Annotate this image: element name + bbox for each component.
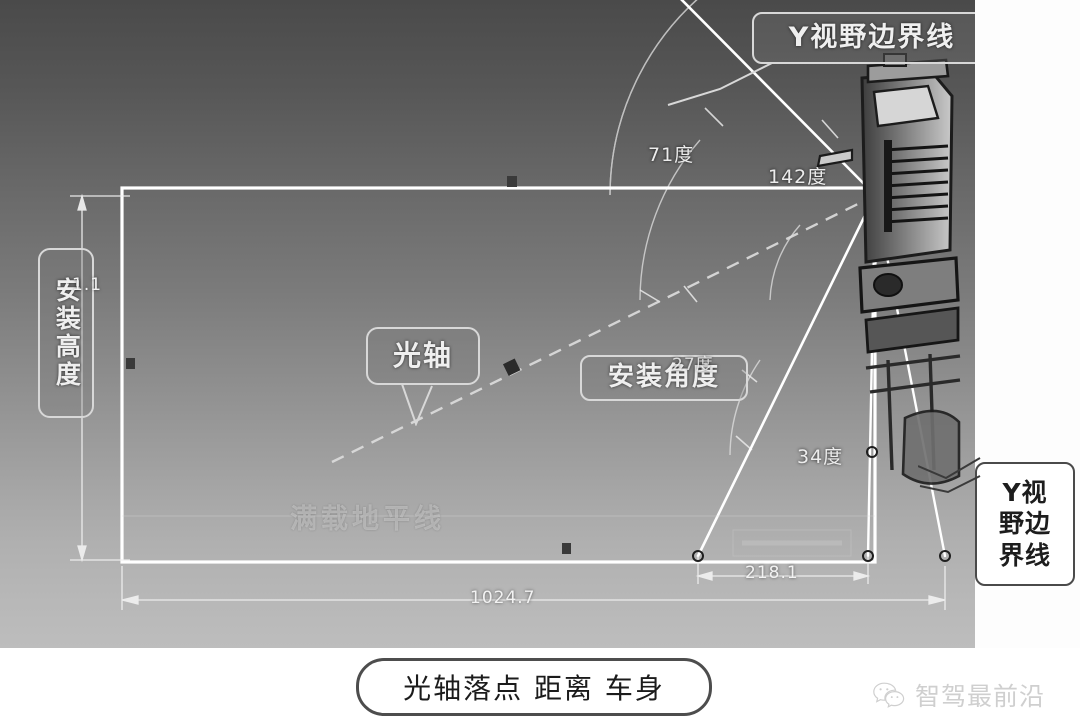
label-y-fov-boundary-top: Y视野边界线	[752, 12, 975, 64]
label-y-fov-boundary-bottom-line3: 界线	[998, 540, 1051, 570]
arc-tick-group	[639, 107, 839, 451]
label-y-fov-boundary-bottom-line1: Y视	[1002, 478, 1048, 508]
sight-line-group	[680, 0, 947, 558]
label-y-fov-boundary-bottom-line2: 野边	[998, 509, 1051, 539]
dimension-value-height: 1.1	[72, 275, 103, 295]
angle-arc-group	[609, 0, 801, 456]
annotation-angle-34: 34度	[797, 446, 844, 468]
edge-tick-markers	[126, 176, 571, 554]
dimension-value-offset: 218.1	[745, 563, 799, 583]
diagram-vector-layer	[70, 0, 961, 610]
wechat-account-name: 智驾最前沿	[915, 682, 1046, 711]
technical-diagram: Y视野边界线 安装高度 光轴 安装角度 满载地平线 71度 142度 27度 3…	[0, 0, 975, 648]
optical-axis-line	[331, 198, 867, 464]
wechat-watermark: 智驾最前沿	[872, 677, 1045, 713]
vehicle-illustration	[816, 53, 961, 485]
annotation-angle-27: 27度	[672, 355, 714, 375]
label-full-load-ground-line: 满载地平线	[290, 504, 445, 535]
label-mounting-angle: 安装角度	[580, 355, 748, 401]
label-optical-axis: 光轴	[366, 327, 480, 385]
bottom-point-markers	[692, 446, 951, 562]
bottom-caption: 光轴落点 距离 车身	[356, 658, 712, 716]
optical-axis-bubble-tail	[401, 384, 433, 426]
label-y-fov-boundary-bottom: Y视 野边 界线	[975, 462, 1075, 586]
callout-leader-top	[667, 62, 773, 106]
label-mounting-height: 安装高度	[38, 248, 94, 418]
faint-bottom-annotation	[732, 529, 852, 557]
wechat-icon	[873, 682, 905, 708]
annotation-angle-142: 142度	[768, 166, 828, 188]
dimension-value-width: 1024.7	[470, 588, 536, 608]
callout-leader-bottom	[918, 457, 981, 494]
annotation-angle-71: 71度	[648, 144, 695, 166]
fov-rectangle	[120, 186, 877, 564]
width-dimension-line	[121, 566, 946, 610]
